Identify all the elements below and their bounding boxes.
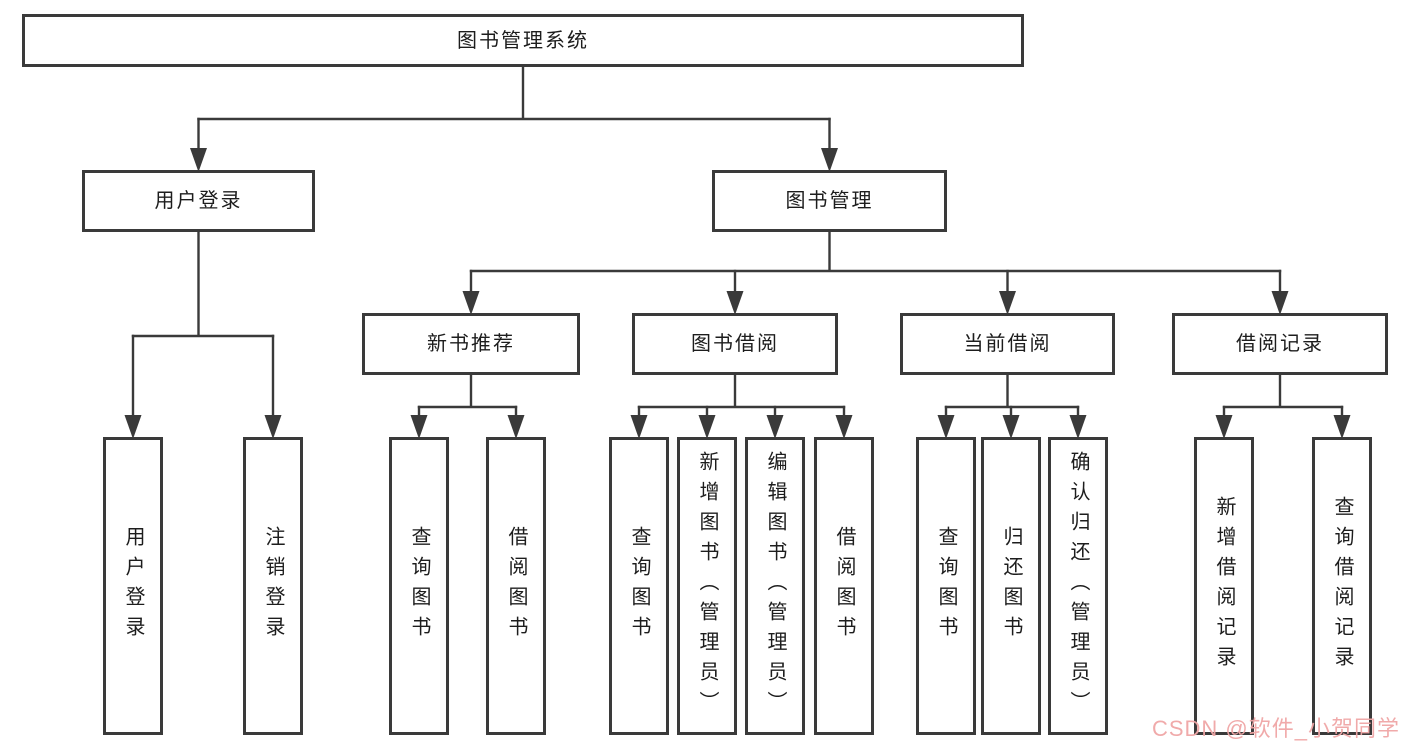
arrowhead-icon [766, 415, 784, 439]
arrowhead-icon [726, 291, 744, 315]
arrowhead-icon [462, 291, 480, 315]
node-leaf-query-record: 查询借阅记录 [1312, 437, 1372, 735]
arrowhead-icon [1069, 415, 1087, 439]
node-leaf-user-login: 用户登录 [103, 437, 163, 735]
arrowhead-icon [698, 415, 716, 439]
node-book-mgmt: 图书管理 [712, 170, 947, 232]
node-leaf-borrow-book-1: 借阅图书 [486, 437, 546, 735]
node-leaf-query-book-3: 查询图书 [916, 437, 976, 735]
arrowhead-icon [1215, 415, 1233, 439]
node-leaf-query-book-1: 查询图书 [389, 437, 449, 735]
arrowhead-icon [937, 415, 955, 439]
node-leaf-query-book-2: 查询图书 [609, 437, 669, 735]
node-root: 图书管理系统 [22, 14, 1024, 67]
arrowhead-icon [1002, 415, 1020, 439]
arrowhead-icon [1271, 291, 1289, 315]
node-borrow-records: 借阅记录 [1172, 313, 1388, 375]
arrowhead-icon [410, 415, 428, 439]
node-leaf-borrow-book-2: 借阅图书 [814, 437, 874, 735]
arrowhead-icon [821, 148, 838, 172]
node-new-book-rec: 新书推荐 [362, 313, 580, 375]
arrowhead-icon [190, 148, 207, 172]
watermark: CSDN @软件_小贺同学 [1151, 716, 1400, 741]
arrowhead-icon [507, 415, 525, 439]
arrowhead-icon [1333, 415, 1351, 439]
arrowhead-icon [630, 415, 648, 439]
arrowhead-icon [999, 291, 1016, 315]
node-book-borrow: 图书借阅 [632, 313, 838, 375]
node-leaf-edit-book: 编辑图书（管理员） [745, 437, 805, 735]
node-leaf-add-record: 新增借阅记录 [1194, 437, 1254, 735]
node-leaf-logout: 注销登录 [243, 437, 303, 735]
arrowhead-icon [835, 415, 853, 439]
node-current-borrow: 当前借阅 [900, 313, 1115, 375]
arrowhead-icon [264, 415, 282, 439]
node-user-login: 用户登录 [82, 170, 315, 232]
node-leaf-confirm-return: 确认归还（管理员） [1048, 437, 1108, 735]
node-leaf-add-book: 新增图书（管理员） [677, 437, 737, 735]
node-leaf-return-book: 归还图书 [981, 437, 1041, 735]
arrowhead-icon [124, 415, 142, 439]
